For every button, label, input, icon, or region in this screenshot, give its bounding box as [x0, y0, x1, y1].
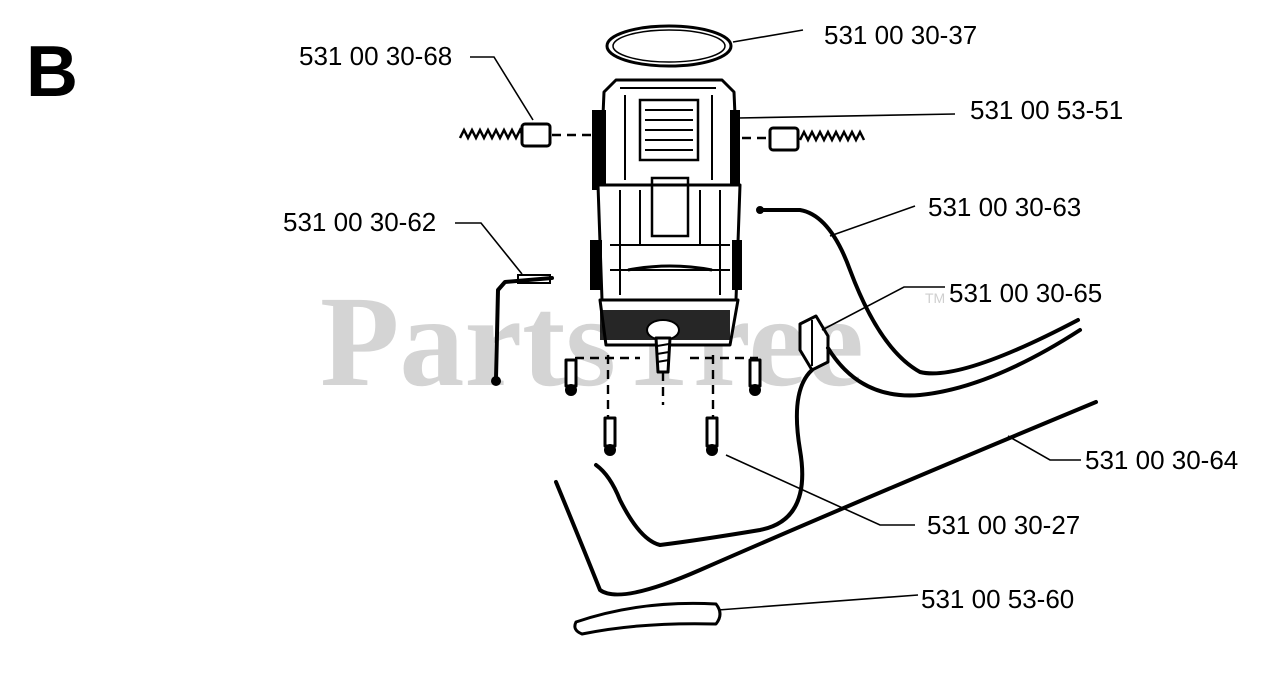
carbon-brush-part — [458, 122, 866, 152]
part-number-screw: 531 00 30-27 — [927, 510, 1080, 540]
o-ring-part — [605, 24, 733, 68]
part-number-ground-wire: 531 00 30-62 — [283, 207, 436, 237]
leader-screw — [725, 454, 915, 526]
part-number-wire-lead-upper: 531 00 30-63 — [928, 192, 1081, 222]
watermark: PartsTree — [320, 270, 864, 414]
part-number-grommet: 531 00 53-60 — [921, 584, 1074, 614]
leader-lines — [455, 29, 1081, 611]
leader-wire-lead-upper — [829, 205, 916, 237]
part-labels: 531 00 30-37 531 00 30-68 531 00 53-51 5… — [283, 20, 1238, 614]
connector-part — [798, 314, 830, 372]
leader-grommet — [717, 594, 919, 611]
screw-part — [564, 355, 762, 456]
leader-connector — [821, 286, 945, 331]
part-number-ring: 531 00 30-37 — [824, 20, 977, 50]
ground-wire-part — [491, 274, 554, 386]
part-number-motor-housing: 531 00 53-51 — [970, 95, 1123, 125]
leader-ground-wire — [455, 222, 523, 275]
wire-leads-part — [554, 206, 1098, 597]
part-number-connector: 531 00 30-65 — [949, 278, 1102, 308]
part-number-carbon-brush: 531 00 30-68 — [299, 41, 452, 71]
grommet-part — [573, 601, 722, 636]
part-number-wire-lead-lower: 531 00 30-64 — [1085, 445, 1238, 475]
leader-carbon-brush — [470, 56, 534, 121]
leader-ring — [732, 29, 804, 43]
section-letter: B — [26, 32, 78, 112]
leader-motor-housing — [737, 113, 956, 119]
motor-housing-part — [590, 78, 742, 374]
watermark-tm: TM — [925, 290, 945, 306]
leader-wire-lead-lower — [1007, 435, 1081, 461]
